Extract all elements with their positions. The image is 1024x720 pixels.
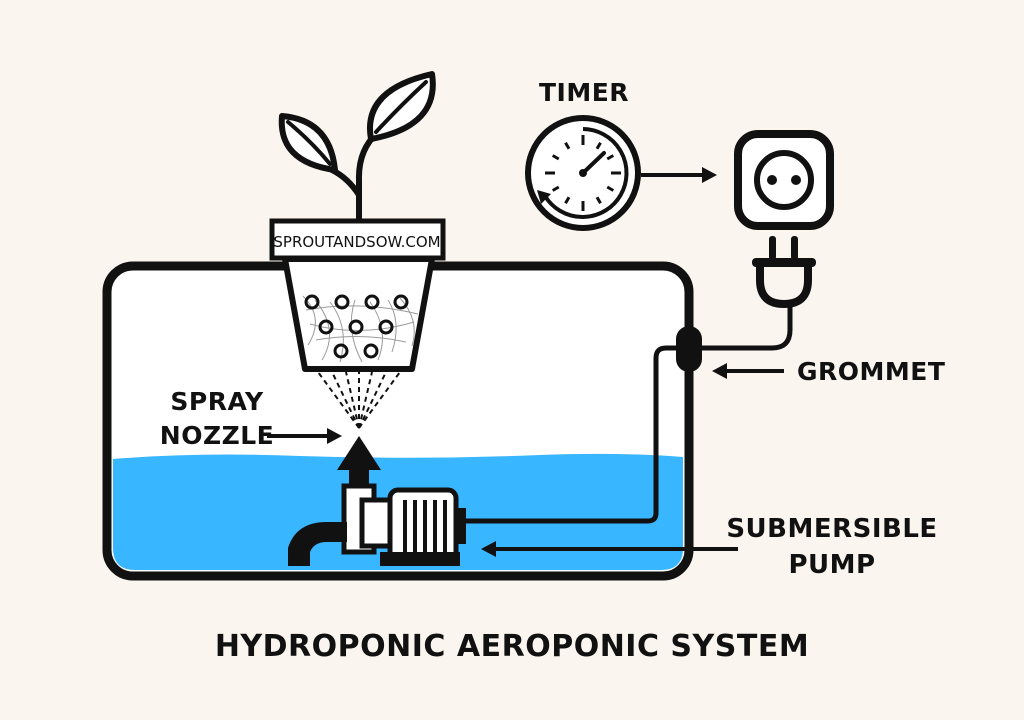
submersible-pump-icon bbox=[288, 483, 466, 566]
timer-tick bbox=[564, 196, 571, 205]
timer-tick bbox=[595, 196, 602, 205]
grommet-label: GROMMET bbox=[797, 357, 945, 386]
power-cable bbox=[466, 306, 793, 524]
timer-label: TIMER bbox=[539, 78, 629, 107]
power-plug-icon bbox=[752, 236, 816, 309]
sprout-icon bbox=[278, 71, 436, 222]
timer-tick bbox=[551, 154, 560, 161]
pot-brand-label: SPROUTANDSOW.COM bbox=[273, 233, 440, 251]
pump-arrow bbox=[481, 541, 738, 557]
timer-to-outlet-arrow bbox=[641, 167, 717, 183]
spray-nozzle bbox=[337, 436, 381, 486]
spray-mist bbox=[317, 371, 401, 429]
spray-nozzle-label-line1: SPRAY bbox=[170, 387, 264, 416]
power-outlet-icon bbox=[734, 130, 834, 230]
spray-nozzle-label-line2: NOZZLE bbox=[160, 421, 274, 450]
timer-tick bbox=[551, 185, 560, 192]
timer-tick bbox=[564, 141, 571, 150]
spray-nozzle-arrow bbox=[267, 428, 342, 444]
timer-tick bbox=[606, 185, 615, 192]
net-pot: SPROUTANDSOW.COM bbox=[269, 218, 446, 372]
timer-tick bbox=[595, 141, 602, 150]
pump-label-line2: PUMP bbox=[788, 550, 875, 580]
timer-tick bbox=[606, 154, 615, 161]
diagram-title: HYDROPONIC AEROPONIC SYSTEM bbox=[215, 629, 809, 664]
grommet-arrow bbox=[712, 363, 784, 379]
timer-icon bbox=[525, 115, 641, 231]
grommet bbox=[676, 326, 702, 372]
pump-label-line1: SUBMERSIBLE bbox=[726, 514, 937, 544]
pot-holes bbox=[304, 294, 409, 359]
